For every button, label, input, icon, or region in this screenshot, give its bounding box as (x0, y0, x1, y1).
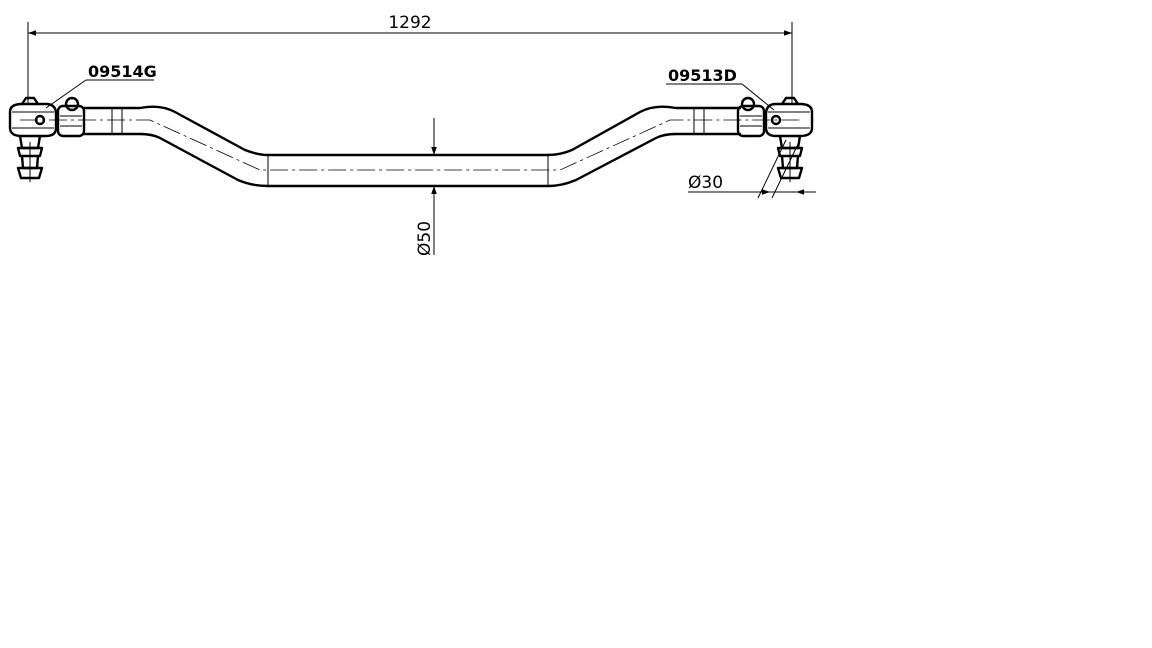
pin-diameter-dimension: Ø30 (688, 139, 816, 199)
tube-upper-outline (82, 105, 742, 157)
tube-lower-outline (82, 132, 742, 188)
left-joint-cap (20, 96, 40, 106)
right-joint-nut (776, 166, 804, 180)
tube-diameter-dimension: Ø50 (415, 118, 437, 256)
right-joint-housing (764, 102, 814, 138)
left-clamp (56, 96, 86, 138)
left-joint-pin-collar (16, 146, 44, 158)
overall-length-label: 1292 (388, 13, 431, 33)
right-joint-cap (780, 96, 800, 106)
right-clamp-bolt (740, 96, 756, 112)
left-joint-housing (8, 102, 58, 138)
tie-rod-tube (82, 105, 742, 188)
left-clamp-body (56, 104, 86, 138)
tube-diameter-label: Ø50 (415, 221, 435, 256)
right-part-callout: 09513D (666, 66, 775, 111)
left-part-number: 09514G (88, 62, 157, 81)
right-callout-leader (741, 83, 775, 111)
left-grease-nipple (34, 114, 46, 126)
pin-extension-line (757, 139, 787, 199)
right-part-number: 09513D (668, 66, 737, 85)
overall-length-dimension: 1292 (27, 13, 793, 104)
left-part-callout: 09514G (45, 62, 157, 109)
left-joint-nut (16, 166, 44, 180)
pin-extension-line (771, 139, 801, 199)
left-ball-joint (8, 96, 58, 182)
right-grease-nipple (770, 114, 782, 126)
right-ball-joint (764, 96, 814, 182)
left-clamp-bolt (64, 96, 80, 112)
pin-diameter-label: Ø30 (688, 173, 723, 193)
right-clamp (736, 96, 766, 138)
right-clamp-body (736, 104, 766, 138)
centerline (20, 119, 800, 171)
left-callout-leader (45, 79, 87, 109)
